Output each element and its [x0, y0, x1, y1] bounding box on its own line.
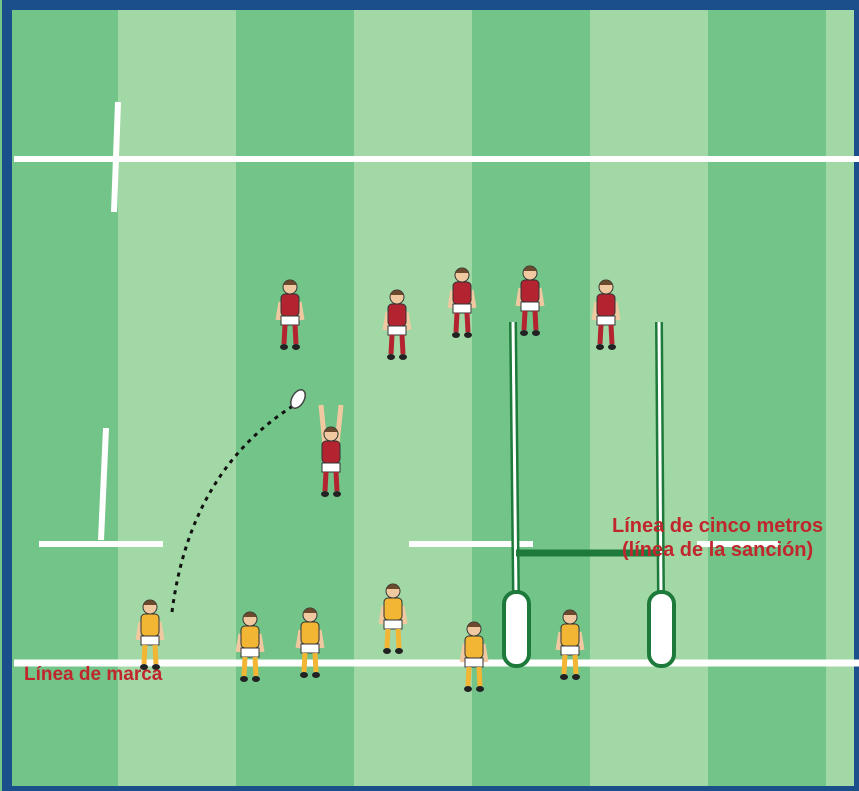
player-part: [383, 648, 391, 654]
player-part: [560, 674, 568, 680]
player-part: [387, 354, 395, 360]
player-part: [388, 326, 406, 335]
player-part: [144, 645, 145, 664]
player-part: [322, 441, 340, 463]
player-part: [398, 629, 399, 648]
player-part: [280, 344, 288, 350]
player-part: [564, 655, 565, 674]
player-part: [300, 672, 308, 678]
player-part: [244, 657, 245, 676]
player-part: [532, 330, 540, 336]
five-metre-label-line1: Línea de cinco metros: [612, 514, 823, 538]
player-part: [301, 622, 319, 644]
grass-stripe: [354, 0, 472, 791]
player-part: [575, 655, 576, 674]
player-part: [388, 304, 406, 326]
five-metre-line-label: Línea de cinco metros (línea de la sanci…: [612, 514, 823, 562]
player-part: [521, 280, 539, 302]
player-part: [608, 344, 616, 350]
player-part: [402, 335, 403, 354]
player-part: [155, 645, 156, 664]
player-part: [468, 667, 469, 686]
player-part: [301, 644, 319, 653]
player-part: [600, 325, 601, 344]
player-part: [321, 491, 329, 497]
player-part: [520, 330, 528, 336]
player-part: [315, 653, 316, 672]
player-part: [252, 676, 260, 682]
player-part: [384, 598, 402, 620]
player-part: [597, 294, 615, 316]
touch-line-label: Línea de marca: [24, 664, 162, 686]
player-part: [295, 325, 296, 344]
player-part: [597, 316, 615, 325]
player-part: [292, 344, 300, 350]
player-part: [384, 620, 402, 629]
player-part: [399, 354, 407, 360]
grass-stripe: [590, 0, 708, 791]
player-part: [572, 674, 580, 680]
player-part: [312, 672, 320, 678]
player-part: [336, 472, 337, 491]
right-post-pad: [649, 592, 674, 666]
player-part: [141, 614, 159, 636]
player-part: [465, 636, 483, 658]
player-part: [465, 658, 483, 667]
player-part: [141, 636, 159, 645]
player-part: [395, 648, 403, 654]
player-part: [521, 302, 539, 311]
player-part: [611, 325, 612, 344]
player-part: [524, 311, 525, 330]
player-part: [325, 472, 326, 491]
player-part: [479, 667, 480, 686]
player-part: [284, 325, 285, 344]
player-part: [391, 335, 392, 354]
player-part: [281, 316, 299, 325]
five-metre-label-line2: (línea de la sanción): [612, 538, 823, 562]
player-part: [240, 676, 248, 682]
grass-stripe: [472, 0, 590, 791]
player-part: [452, 332, 460, 338]
player-part: [453, 282, 471, 304]
player-part: [561, 624, 579, 646]
player-part: [467, 313, 468, 332]
player-part: [464, 332, 472, 338]
player-part: [322, 463, 340, 472]
player-part: [241, 648, 259, 657]
grass-stripe: [708, 0, 826, 791]
player-part: [464, 686, 472, 692]
player-part: [255, 657, 256, 676]
player-part: [561, 646, 579, 655]
player-part: [333, 491, 341, 497]
player-part: [304, 653, 305, 672]
player-part: [387, 629, 388, 648]
left-post-pad: [504, 592, 529, 666]
player-part: [535, 311, 536, 330]
top-hash: [114, 102, 118, 212]
player-part: [241, 626, 259, 648]
player-part: [476, 686, 484, 692]
player-part: [456, 313, 457, 332]
player-part: [281, 294, 299, 316]
player-part: [596, 344, 604, 350]
player-part: [453, 304, 471, 313]
